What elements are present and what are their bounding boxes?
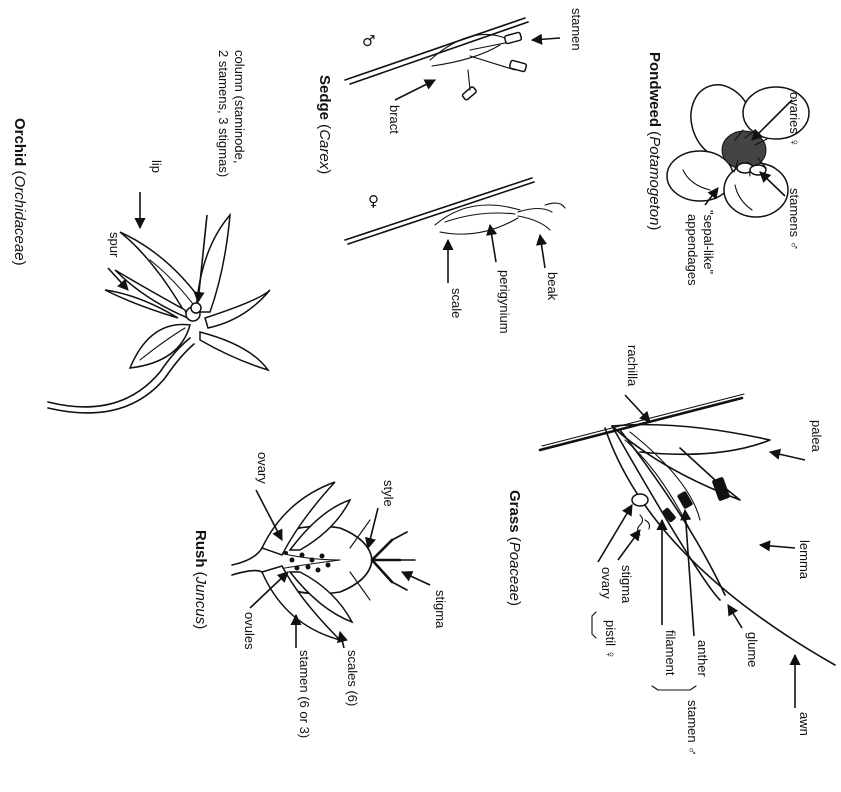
sedge-bract-label: bract <box>387 105 402 134</box>
grass-anther-label: anther <box>695 640 710 678</box>
rush-stamen-label: stamen (6 or 3) <box>297 650 312 738</box>
grass-pistil-bracket <box>592 612 596 638</box>
orchid-spur-label: spur <box>107 232 122 258</box>
sedge-female-drawing <box>345 178 565 244</box>
pondweed-title: Pondweed (Potamogeton) <box>646 52 663 230</box>
sedge-stamen-label: stamen <box>569 8 584 51</box>
rush-ovules-label: ovules <box>242 612 257 650</box>
grass-glume-label: glume <box>745 632 760 667</box>
grass-awn-label: awn <box>797 712 812 736</box>
orchid-column-label-2: 2 stamens, 3 stigmas) <box>216 50 231 177</box>
sedge-perigynium-label: perigynium <box>497 270 512 334</box>
sedge-title: Sedge (Carex) <box>316 75 333 174</box>
sedge-male-drawing <box>345 18 528 101</box>
grass-lemma-label: lemma <box>797 540 812 580</box>
grass-pistil-group-label: pistil ♀ <box>603 620 618 659</box>
sedge-male-symbol: ♂ <box>362 32 375 50</box>
grass-filament-label: filament <box>663 630 678 676</box>
rush-scales-label: scales (6) <box>345 650 360 706</box>
grass-drawing <box>540 394 835 665</box>
orchid-column-label-1: column (staminode, <box>232 50 247 163</box>
orchid-title: Orchid (Orchidaceae) <box>11 118 28 266</box>
grass-stamen-group-label: stamen ♂ <box>685 700 700 756</box>
sedge-beak-label: beak <box>545 272 560 301</box>
sedge-scale-label: scale <box>449 288 464 318</box>
grass-ovary-label: ovary <box>599 567 614 599</box>
pondweed-stamens-label: stamens ♂ <box>787 188 802 251</box>
rush-stigma-label: stigma <box>433 590 448 629</box>
orchid-drawing <box>48 215 270 413</box>
rush-ovary-label: ovary <box>255 452 270 484</box>
pondweed-ovaries-label: ovaries ♀ <box>787 92 802 147</box>
sedge-female-symbol: ♀ <box>368 192 379 210</box>
grass-stamen-bracket <box>652 686 696 690</box>
rush-title: Rush (Juncus) <box>192 530 209 629</box>
grass-rachilla-label: rachilla <box>625 345 640 387</box>
pondweed-sepal-like-label-2: appendages <box>685 214 700 286</box>
grass-title: Grass (Poaceae) <box>506 490 523 606</box>
grass-palea-label: palea <box>809 420 824 453</box>
pondweed-sepal-like-label-1: "sepal-like" <box>701 210 716 275</box>
grass-stigma-label: stigma <box>619 565 634 604</box>
rush-style-label: style <box>381 480 396 507</box>
orchid-lip-label: lip <box>149 160 164 173</box>
